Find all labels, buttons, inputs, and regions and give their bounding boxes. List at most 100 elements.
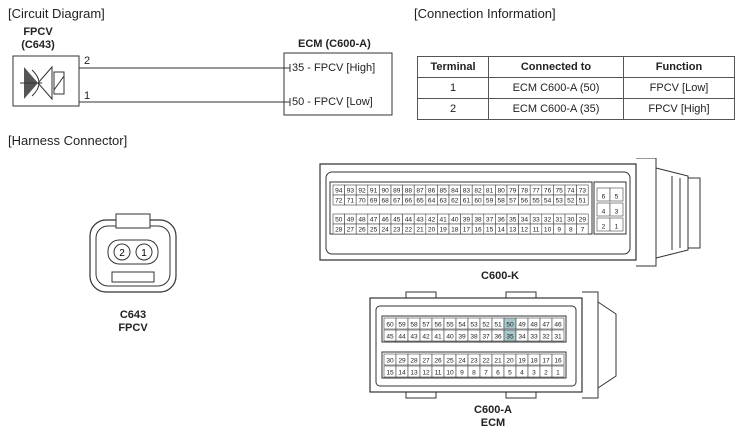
c643-label-name: FPCV xyxy=(118,322,148,334)
pin-label-bottom: 1 xyxy=(84,90,91,102)
c600k-pin-label: 57 xyxy=(509,198,517,205)
table-row: 2 ECM C600-A (35) FPCV [High] xyxy=(417,98,735,120)
c600a-label-code: C600-A xyxy=(474,404,512,416)
c600a-pin-label: 5 xyxy=(508,370,512,377)
c600a-pin-label: 58 xyxy=(410,322,418,329)
c600a-pin-label: 23 xyxy=(470,358,478,365)
c600k-pin-label: 70 xyxy=(358,198,366,205)
c600k-pin-label: 58 xyxy=(498,198,506,205)
c600a-pin xyxy=(551,353,565,366)
c600k-pin-label: 29 xyxy=(579,217,587,224)
c600a-pin-label: 20 xyxy=(506,358,514,365)
c600a-pin-label: 36 xyxy=(494,334,502,341)
c600k-pin-label: 92 xyxy=(358,188,366,195)
c600k-label: C600-K xyxy=(481,270,519,282)
c600k-pin-label: 38 xyxy=(474,217,482,224)
c600a-pin-label: 34 xyxy=(518,334,526,341)
c600k-pin-label: 44 xyxy=(405,217,413,224)
c600k-pin-label: 64 xyxy=(428,198,436,205)
c600k-pin-label: 46 xyxy=(382,217,390,224)
c600a-pin-label: 48 xyxy=(530,322,538,329)
c600k-pin-label: 67 xyxy=(393,198,401,205)
c600a-pin-label: 57 xyxy=(422,322,430,329)
c600k-pin-label: 45 xyxy=(393,217,401,224)
c600a-pin-label: 25 xyxy=(446,358,454,365)
c600a-pin-label: 56 xyxy=(434,322,442,329)
c600a-pin-label: 53 xyxy=(470,322,478,329)
c600k-pin-label: 7 xyxy=(581,227,585,234)
connection-table: Terminal Connected to Function 1 ECM C60… xyxy=(417,56,735,120)
solenoid-valve-icon xyxy=(20,65,65,101)
c600a-pin-label: 33 xyxy=(530,334,538,341)
c600a-pin-label: 2 xyxy=(544,370,548,377)
c600a-pin-label: 38 xyxy=(470,334,478,341)
c600k-pin-label: 76 xyxy=(544,188,552,195)
c600k-pin-label: 73 xyxy=(579,188,587,195)
table-header-row: Terminal Connected to Function xyxy=(417,56,735,78)
c600a-pin-label: 26 xyxy=(434,358,442,365)
c600k-pin-label: 88 xyxy=(405,188,413,195)
ecm-title: ECM (C600-A) xyxy=(298,38,371,50)
circuit-diagram-title: [Circuit Diagram] xyxy=(8,6,105,21)
c600k-pin-label: 11 xyxy=(533,227,540,234)
c600k-side-pin-label: 6 xyxy=(602,194,606,201)
c600k-pin-label: 43 xyxy=(416,217,424,224)
c600a-pin-label: 6 xyxy=(496,370,500,377)
c600k-pin-label: 13 xyxy=(509,227,517,234)
header-function: Function xyxy=(623,56,735,78)
c600a-pin-label: 14 xyxy=(398,370,406,377)
c600k-pin-label: 8 xyxy=(569,227,573,234)
cell-terminal: 2 xyxy=(417,98,489,120)
ecm-pin-high: 35 - FPCV [High] xyxy=(292,62,376,74)
c600k-side-pin xyxy=(609,202,624,217)
c600a-pin-label: 54 xyxy=(458,322,466,329)
c600k-pin-label: 71 xyxy=(347,198,355,205)
c600k-pin-label: 23 xyxy=(393,227,401,234)
header-connected-to: Connected to xyxy=(488,56,624,78)
c600a-pin-label: 10 xyxy=(446,370,454,377)
c600k-side-pin-label: 1 xyxy=(615,224,619,231)
c600a-pin-label: 13 xyxy=(410,370,418,377)
c600k-pin-label: 10 xyxy=(544,227,552,234)
c600a-pin xyxy=(551,365,565,378)
c600a-pin-label: 52 xyxy=(482,322,490,329)
c600a-pin-label: 3 xyxy=(532,370,536,377)
c600k-pin-label: 42 xyxy=(428,217,436,224)
c600a-pin-label: 7 xyxy=(484,370,488,377)
c643-pin-2 xyxy=(113,243,131,261)
connection-info-title: [Connection Information] xyxy=(414,6,556,21)
c600k-pin-label: 34 xyxy=(521,217,529,224)
c600a-pin-label: 18 xyxy=(530,358,538,365)
c600k-pin-label: 66 xyxy=(405,198,413,205)
c600k-pin-label: 48 xyxy=(358,217,366,224)
c600k-pin-label: 78 xyxy=(521,188,529,195)
cell-function: FPCV [High] xyxy=(623,98,735,120)
c600k-pin-label: 61 xyxy=(463,198,471,205)
c643-pin-1 xyxy=(135,243,153,261)
c600k-pin-label: 59 xyxy=(486,198,494,205)
c600k-pin-label: 53 xyxy=(556,198,564,205)
c600k-pin-label: 83 xyxy=(463,188,471,195)
c600k-pin-label: 40 xyxy=(451,217,459,224)
c600a-pin-label: 1 xyxy=(556,370,560,377)
c600a-pin-label: 30 xyxy=(386,358,394,365)
c600a-pin-label: 21 xyxy=(494,358,502,365)
c600k-pin-label: 75 xyxy=(556,188,564,195)
component-name: FPCV xyxy=(23,26,53,38)
c600k-pin-label: 31 xyxy=(556,217,564,224)
c643-connector-drawing: 2 1 xyxy=(89,213,177,293)
cell-connected-to: ECM C600-A (35) xyxy=(488,98,624,120)
c600k-pin-label: 33 xyxy=(532,217,540,224)
c600a-pin xyxy=(551,329,565,342)
ecm-box xyxy=(283,52,393,116)
c600a-pin-label: 11 xyxy=(435,370,442,377)
c600a-pin-label: 19 xyxy=(518,358,526,365)
c600k-pin-label: 30 xyxy=(567,217,575,224)
c600k-pin-label: 37 xyxy=(486,217,494,224)
c600a-pin-label: 44 xyxy=(398,334,406,341)
cell-terminal: 1 xyxy=(417,77,489,99)
c600a-pin-label: 24 xyxy=(458,358,466,365)
c600a-pin-label: 31 xyxy=(554,334,562,341)
c600k-side-pin xyxy=(609,187,624,202)
